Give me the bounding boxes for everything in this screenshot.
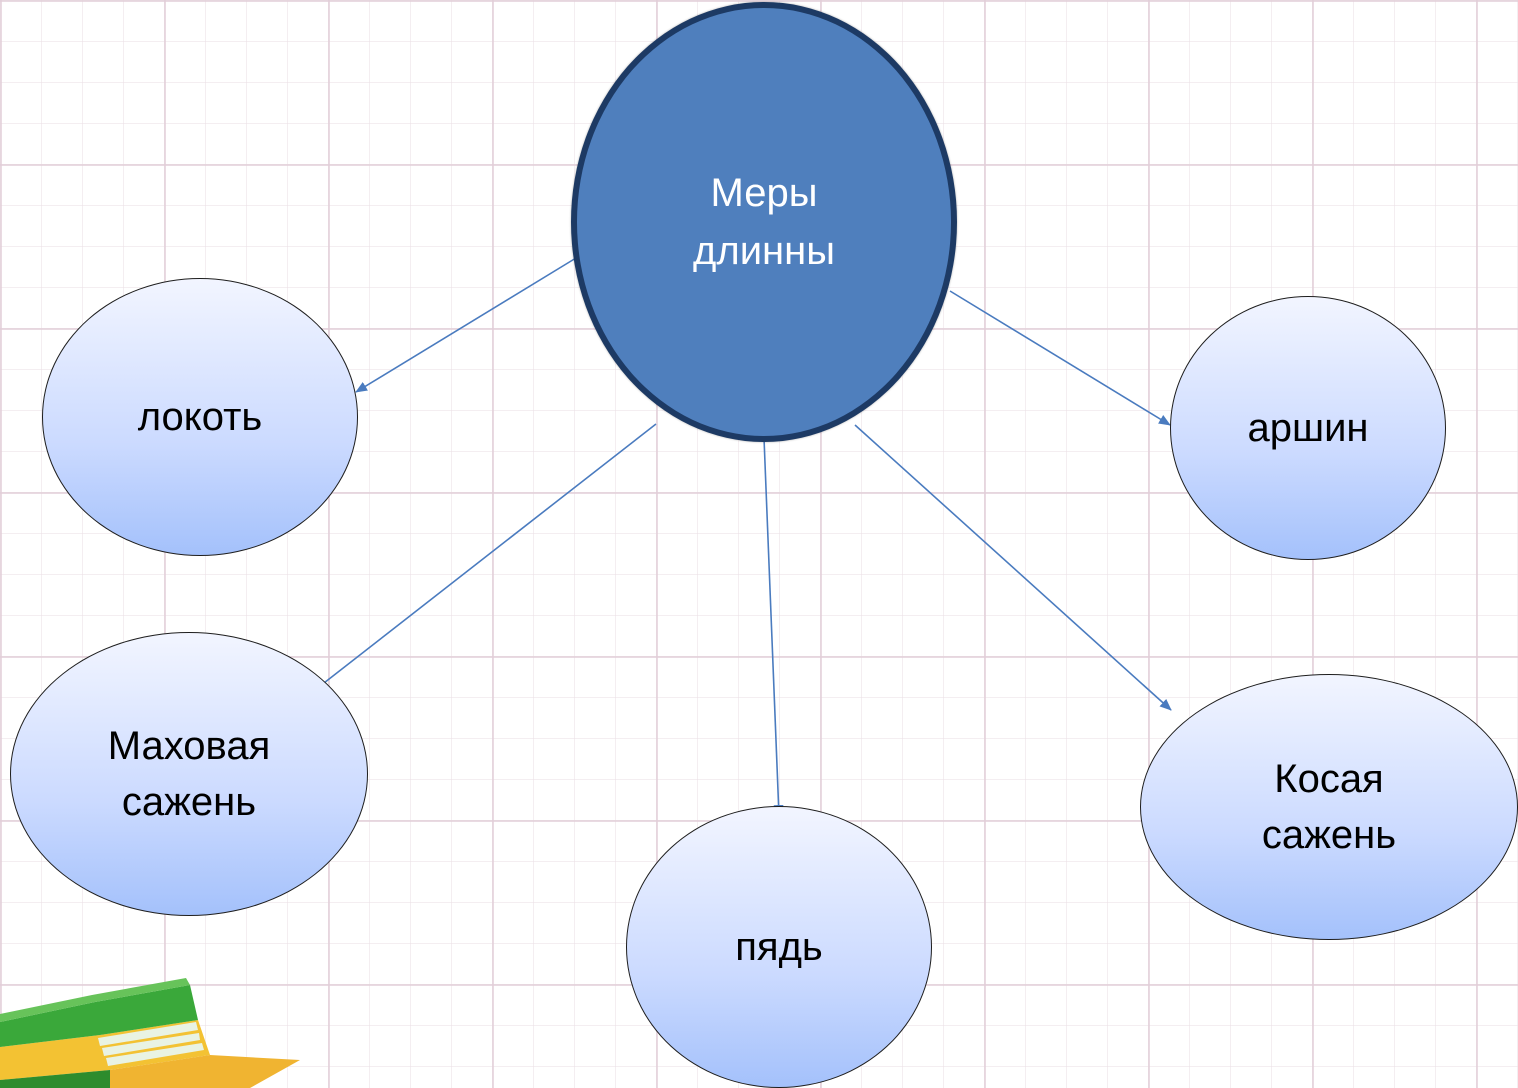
node-pyad-label: пядь — [735, 925, 823, 969]
connector-to-pyad — [763, 437, 784, 817]
connector-to-arshin — [949, 290, 1171, 426]
node-kosaya-sazhen: Косая сажень — [1140, 674, 1518, 940]
node-arshin: аршин — [1170, 296, 1446, 560]
node-arshin-label: аршин — [1247, 406, 1369, 450]
node-kosaya-sazhen-label: Косая сажень — [1261, 757, 1397, 857]
connector-to-kosaya — [854, 424, 1172, 711]
node-pyad: пядь — [626, 806, 932, 1088]
center-node: Меры длинны — [571, 2, 957, 442]
connector-to-lokot — [355, 257, 577, 393]
node-makhovaya-sazhen: Маховая сажень — [10, 632, 368, 916]
connector-to-makhovaya — [314, 423, 657, 691]
node-makhovaya-sazhen-label: Маховая сажень — [107, 724, 271, 824]
node-lokot-label: локоть — [137, 395, 263, 439]
center-node-label: Меры длинны — [693, 171, 835, 273]
node-lokot: локоть — [42, 278, 358, 556]
